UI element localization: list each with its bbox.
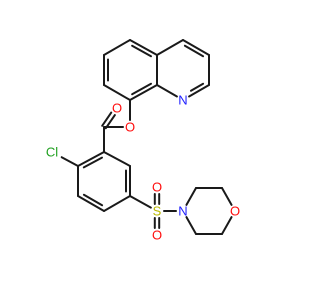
atom-s: S [153, 204, 162, 219]
bond-q4a-q4 [156, 39, 184, 56]
atom-oS1: O [152, 180, 162, 195]
bond-q8-q8a-inner [131, 82, 153, 96]
atom-label-o: O [152, 180, 162, 195]
atom-label-o: O [125, 120, 135, 135]
bond-q5-q6 [103, 39, 131, 56]
atom-cl: Cl [46, 145, 58, 160]
bond-q2-qN [188, 84, 210, 98]
bond-q4-q3-inner [183, 44, 205, 58]
bond-mO-m3 [221, 216, 233, 235]
bond-q4a-q5 [129, 39, 158, 56]
bond-mN-m1 [185, 187, 197, 206]
bond-b6-b1 [103, 151, 131, 167]
bond-cCarb-oCarb-second [104, 114, 116, 130]
atom-label-cl: Cl [46, 145, 58, 160]
bond-q2-qN-inner [189, 82, 205, 92]
bond-m2-mO [221, 187, 233, 206]
bond-m4-mN [185, 216, 197, 235]
atom-label-o: O [152, 228, 162, 243]
bond-b1-b2 [77, 151, 105, 167]
bond-b4-b5 [103, 195, 131, 212]
atom-oCarb: O [112, 101, 122, 116]
bond-b2-cl [60, 156, 79, 167]
bond-b5-s [129, 195, 152, 209]
bond-cCarb-oCarb [101, 111, 113, 127]
atom-oS2: O [152, 228, 162, 243]
bond-qN-q8a [156, 84, 178, 98]
atom-label-o: O [230, 204, 240, 219]
bond-q8-q8a [129, 84, 158, 101]
atom-mN: N [178, 204, 187, 219]
atom-mO: O [230, 204, 240, 219]
atom-label-n: N [178, 93, 187, 108]
bond-q4-q3 [182, 39, 210, 56]
bond-q4a-q5-inner [131, 44, 153, 58]
atom-label-s: S [153, 204, 162, 219]
bond-b3-b4-inner [82, 193, 104, 207]
atom-label-n: N [178, 204, 187, 219]
bond-b3-b4 [77, 195, 105, 212]
atom-oEster: O [125, 120, 135, 135]
bond-b1-b2-inner [82, 156, 103, 169]
atom-qN: N [178, 93, 187, 108]
bond-q7-q8 [103, 84, 131, 101]
bond-layer [60, 39, 233, 235]
atom-label-o: O [112, 101, 122, 116]
